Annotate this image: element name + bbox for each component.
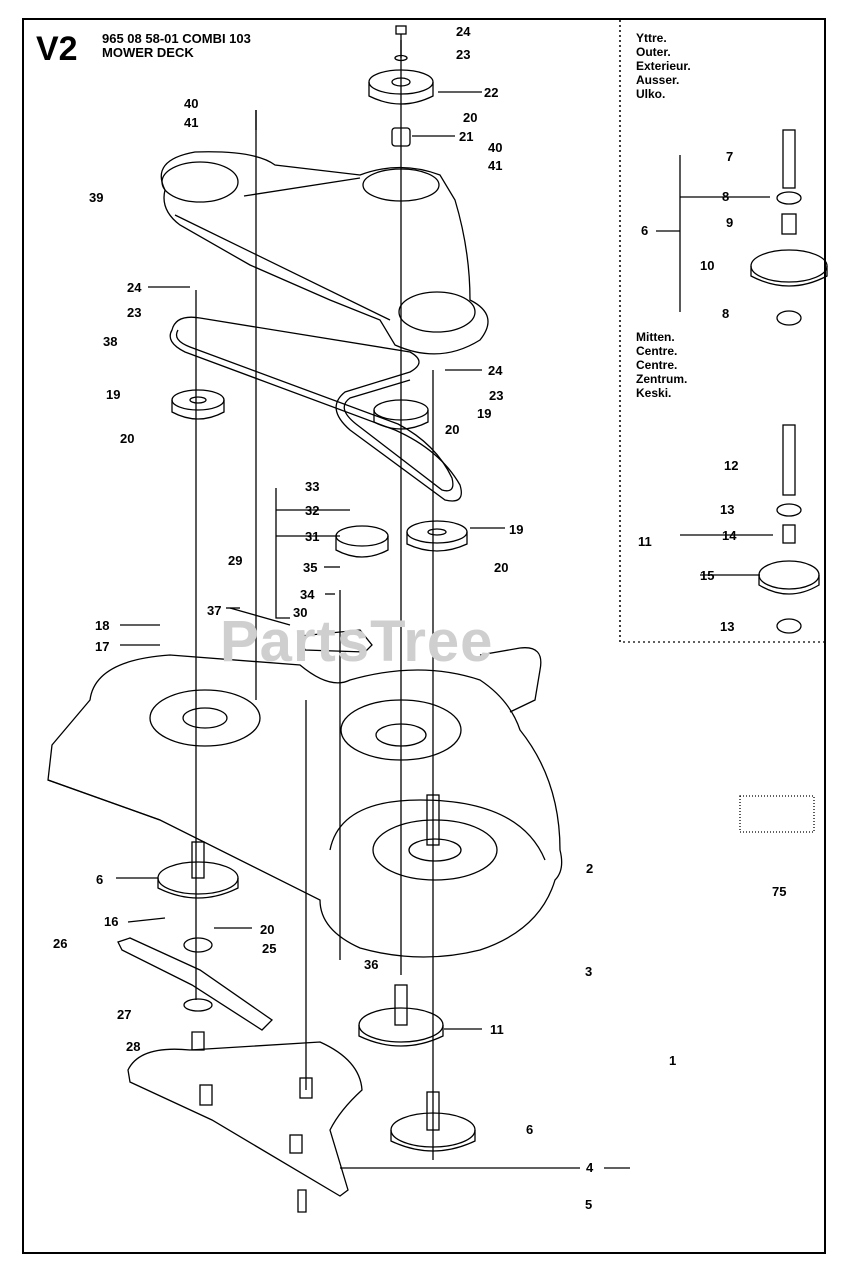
- inset-center-label: Centre.: [636, 358, 678, 372]
- spindle-right: [390, 794, 476, 1152]
- spindle-left: [157, 841, 239, 899]
- inset-outer-label: Exterieur.: [636, 59, 691, 73]
- callout-2: 2: [586, 861, 594, 876]
- callout-23: 23: [127, 305, 142, 320]
- callout-5: 5: [585, 1197, 593, 1212]
- callout-20: 20: [260, 922, 275, 937]
- callout-28: 28: [126, 1039, 141, 1054]
- callout-20: 20: [445, 422, 460, 437]
- part-number-line: 965 08 58-01 COMBI 103: [102, 31, 251, 46]
- spring: [229, 607, 291, 626]
- watermark: PartsTree: [220, 609, 494, 674]
- callout-19: 19: [477, 406, 492, 421]
- inset-callout: 13: [720, 502, 735, 517]
- callout-3: 3: [585, 964, 593, 979]
- callout-34: 34: [300, 587, 315, 602]
- belt-cover: [160, 151, 489, 355]
- callout-23: 23: [456, 47, 471, 62]
- callout-33: 33: [305, 479, 320, 494]
- inset-outer-label: Ausser.: [636, 73, 680, 87]
- inset-outer-label: Ulko.: [636, 87, 666, 101]
- callout-20: 20: [120, 431, 135, 446]
- callout-30: 30: [293, 605, 308, 620]
- mower-deck: [47, 647, 563, 958]
- callout-27: 27: [117, 1007, 132, 1022]
- inset-callout: 8: [722, 189, 730, 204]
- inset-callout: 9: [726, 215, 734, 230]
- top-pulley: [368, 69, 434, 105]
- bolt-top: [394, 25, 408, 62]
- pulley-right: [406, 520, 468, 552]
- inset-callout: 6: [641, 223, 649, 238]
- callout-17: 17: [95, 639, 110, 654]
- callout-32: 32: [305, 503, 320, 518]
- inset-callout: 7: [726, 149, 734, 164]
- callout-4: 4: [586, 1160, 594, 1175]
- callout-1: 1: [669, 1053, 677, 1068]
- inset-outer-label: Yttre.: [636, 31, 667, 45]
- idler-bracket: [299, 629, 373, 653]
- callout-29: 29: [228, 553, 243, 568]
- inset-callout: 14: [722, 528, 737, 543]
- inset-center-label: Zentrum.: [636, 372, 688, 386]
- inset-callout: 8: [722, 306, 730, 321]
- drawing-frame: [22, 18, 826, 1254]
- callout-24: 24: [488, 363, 503, 378]
- callout-41: 41: [184, 115, 199, 130]
- inset-callout: 13: [720, 619, 735, 634]
- callout-21: 21: [459, 129, 474, 144]
- inset-outer-label: Outer.: [636, 45, 671, 59]
- callout-40: 40: [184, 96, 199, 111]
- callout-36: 36: [364, 957, 379, 972]
- section-code: V2: [36, 30, 78, 68]
- inset-center-label: Keski.: [636, 386, 672, 400]
- callout-41: 41: [488, 158, 503, 173]
- callout-20: 20: [494, 560, 509, 575]
- blade: [117, 937, 274, 1051]
- callout-24: 24: [456, 24, 471, 39]
- inset-outer-spindle: [656, 129, 828, 326]
- callout-11: 11: [490, 1022, 504, 1037]
- callout-37: 37: [207, 603, 222, 618]
- inset-callout: 10: [700, 258, 715, 273]
- callout-19: 19: [106, 387, 121, 402]
- callout-18: 18: [95, 618, 110, 633]
- hatched-detail: [739, 795, 815, 833]
- callout-31: 31: [305, 529, 320, 544]
- callout-6: 6: [526, 1122, 534, 1137]
- inset-callout: 12: [724, 458, 739, 473]
- diagram-title: MOWER DECK: [102, 45, 194, 60]
- inset-callout: 15: [700, 568, 715, 583]
- inset-center-label: Centre.: [636, 344, 678, 358]
- callout-40: 40: [488, 140, 503, 155]
- inset-center-spindle: [758, 424, 820, 634]
- inset-callout: 11: [638, 534, 652, 549]
- callout-20: 20: [463, 110, 478, 125]
- pulley-left: [171, 389, 225, 420]
- spindle-center: [358, 984, 444, 1047]
- callout-25: 25: [262, 941, 277, 956]
- callout-26: 26: [53, 936, 68, 951]
- spacer: [391, 127, 411, 147]
- callout-16: 16: [104, 914, 119, 929]
- callout-23: 23: [489, 388, 504, 403]
- inset-center-label: Mitten.: [636, 330, 675, 344]
- callout-19: 19: [509, 522, 524, 537]
- callout-6: 6: [96, 872, 104, 887]
- callout-35: 35: [303, 560, 318, 575]
- baffle-plate: [127, 1041, 363, 1213]
- callout-22: 22: [484, 85, 499, 100]
- callout-39: 39: [89, 190, 104, 205]
- callout-75: 75: [772, 884, 787, 899]
- callout-38: 38: [103, 334, 118, 349]
- pulley-middle: [373, 399, 429, 430]
- callout-24: 24: [127, 280, 142, 295]
- drive-belt: [169, 316, 462, 502]
- idler-pulley: [335, 525, 389, 558]
